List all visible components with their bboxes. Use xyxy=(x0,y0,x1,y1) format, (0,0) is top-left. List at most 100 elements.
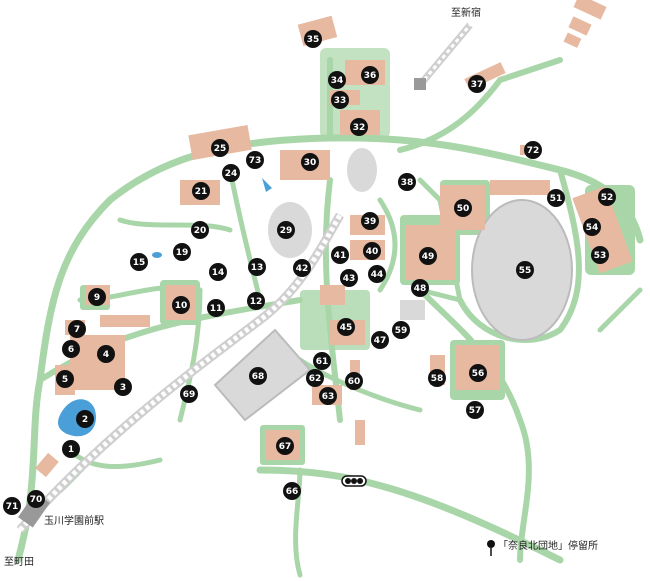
marker-12[interactable] xyxy=(247,292,265,310)
marker-32[interactable] xyxy=(350,118,368,136)
label-to-machida: 至町田 xyxy=(4,557,34,568)
marker-72[interactable] xyxy=(524,141,542,159)
marker-7[interactable] xyxy=(68,320,86,338)
marker-label-66: 66 xyxy=(286,487,299,497)
marker-label-48: 48 xyxy=(414,284,427,294)
marker-label-53: 53 xyxy=(594,251,607,261)
marker-62[interactable] xyxy=(306,369,324,387)
marker-label-36: 36 xyxy=(364,71,377,81)
marker-71[interactable] xyxy=(3,497,21,515)
marker-5[interactable] xyxy=(56,370,74,388)
marker-label-35: 35 xyxy=(307,35,320,45)
marker-69[interactable] xyxy=(180,385,198,403)
marker-52[interactable] xyxy=(598,188,616,206)
bus-stop-pin-icon xyxy=(487,540,495,556)
marker-54[interactable] xyxy=(583,218,601,236)
marker-37[interactable] xyxy=(468,75,486,93)
marker-label-45: 45 xyxy=(340,323,353,333)
marker-10[interactable] xyxy=(172,296,190,314)
marker-6[interactable] xyxy=(62,340,80,358)
marker-24[interactable] xyxy=(222,164,240,182)
marker-label-29: 29 xyxy=(280,226,293,236)
marker-30[interactable] xyxy=(301,153,319,171)
marker-50[interactable] xyxy=(454,199,472,217)
marker-9[interactable] xyxy=(88,288,106,306)
marker-label-30: 30 xyxy=(304,158,317,168)
marker-42[interactable] xyxy=(293,259,311,277)
marker-14[interactable] xyxy=(209,263,227,281)
label-station: 玉川学園前駅 xyxy=(44,516,104,527)
marker-label-56: 56 xyxy=(472,369,485,379)
marker-73[interactable] xyxy=(246,151,264,169)
marker-34[interactable] xyxy=(328,71,346,89)
marker-19[interactable] xyxy=(173,243,191,261)
marker-label-55: 55 xyxy=(519,266,532,276)
marker-48[interactable] xyxy=(411,279,429,297)
marker-67[interactable] xyxy=(276,437,294,455)
marker-25[interactable] xyxy=(211,139,229,157)
marker-label-19: 19 xyxy=(176,248,189,258)
marker-11[interactable] xyxy=(207,299,225,317)
marker-49[interactable] xyxy=(419,247,437,265)
marker-55[interactable] xyxy=(516,261,534,279)
marker-label-70: 70 xyxy=(30,495,43,505)
marker-label-38: 38 xyxy=(401,178,414,188)
label-to-shinjuku: 至新宿 xyxy=(451,8,481,19)
marker-38[interactable] xyxy=(398,173,416,191)
marker-35[interactable] xyxy=(304,30,322,48)
marker-58[interactable] xyxy=(428,369,446,387)
marker-label-52: 52 xyxy=(601,193,614,203)
label-bus-stop: 「奈良北団地」停留所 xyxy=(498,541,598,552)
marker-20[interactable] xyxy=(191,221,209,239)
marker-label-58: 58 xyxy=(431,374,444,384)
marker-label-24: 24 xyxy=(225,169,238,179)
marker-56[interactable] xyxy=(469,364,487,382)
marker-label-47: 47 xyxy=(374,336,387,346)
marker-59[interactable] xyxy=(392,321,410,339)
marker-53[interactable] xyxy=(591,246,609,264)
marker-36[interactable] xyxy=(361,66,379,84)
marker-47[interactable] xyxy=(371,331,389,349)
marker-13[interactable] xyxy=(248,258,266,276)
marker-label-42: 42 xyxy=(296,264,309,274)
marker-15[interactable] xyxy=(130,253,148,271)
marker-60[interactable] xyxy=(345,372,363,390)
marker-39[interactable] xyxy=(361,212,379,230)
marker-label-15: 15 xyxy=(133,258,146,268)
marker-33[interactable] xyxy=(331,91,349,109)
marker-3[interactable] xyxy=(114,378,132,396)
marker-21[interactable] xyxy=(192,182,210,200)
marker-label-49: 49 xyxy=(422,252,435,262)
marker-label-33: 33 xyxy=(334,96,347,106)
marker-label-54: 54 xyxy=(586,223,599,233)
marker-61[interactable] xyxy=(313,352,331,370)
marker-51[interactable] xyxy=(547,189,565,207)
marker-label-73: 73 xyxy=(249,156,262,166)
marker-label-34: 34 xyxy=(331,76,344,86)
marker-70[interactable] xyxy=(27,490,45,508)
marker-label-11: 11 xyxy=(210,304,223,314)
marker-label-62: 62 xyxy=(309,374,322,384)
marker-label-50: 50 xyxy=(457,204,470,214)
marker-68[interactable] xyxy=(249,367,267,385)
marker-label-9: 9 xyxy=(94,293,100,303)
marker-57[interactable] xyxy=(466,401,484,419)
marker-45[interactable] xyxy=(337,318,355,336)
marker-41[interactable] xyxy=(331,246,349,264)
marker-4[interactable] xyxy=(97,345,115,363)
marker-1[interactable] xyxy=(62,440,80,458)
marker-2[interactable] xyxy=(76,410,94,428)
marker-66[interactable] xyxy=(283,482,301,500)
marker-label-5: 5 xyxy=(62,375,68,385)
marker-label-21: 21 xyxy=(195,187,208,197)
marker-63[interactable] xyxy=(319,387,337,405)
marker-43[interactable] xyxy=(340,269,358,287)
marker-29[interactable] xyxy=(277,221,295,239)
marker-40[interactable] xyxy=(363,242,381,260)
marker-44[interactable] xyxy=(368,265,386,283)
marker-label-61: 61 xyxy=(316,357,329,367)
marker-label-1: 1 xyxy=(68,445,74,455)
